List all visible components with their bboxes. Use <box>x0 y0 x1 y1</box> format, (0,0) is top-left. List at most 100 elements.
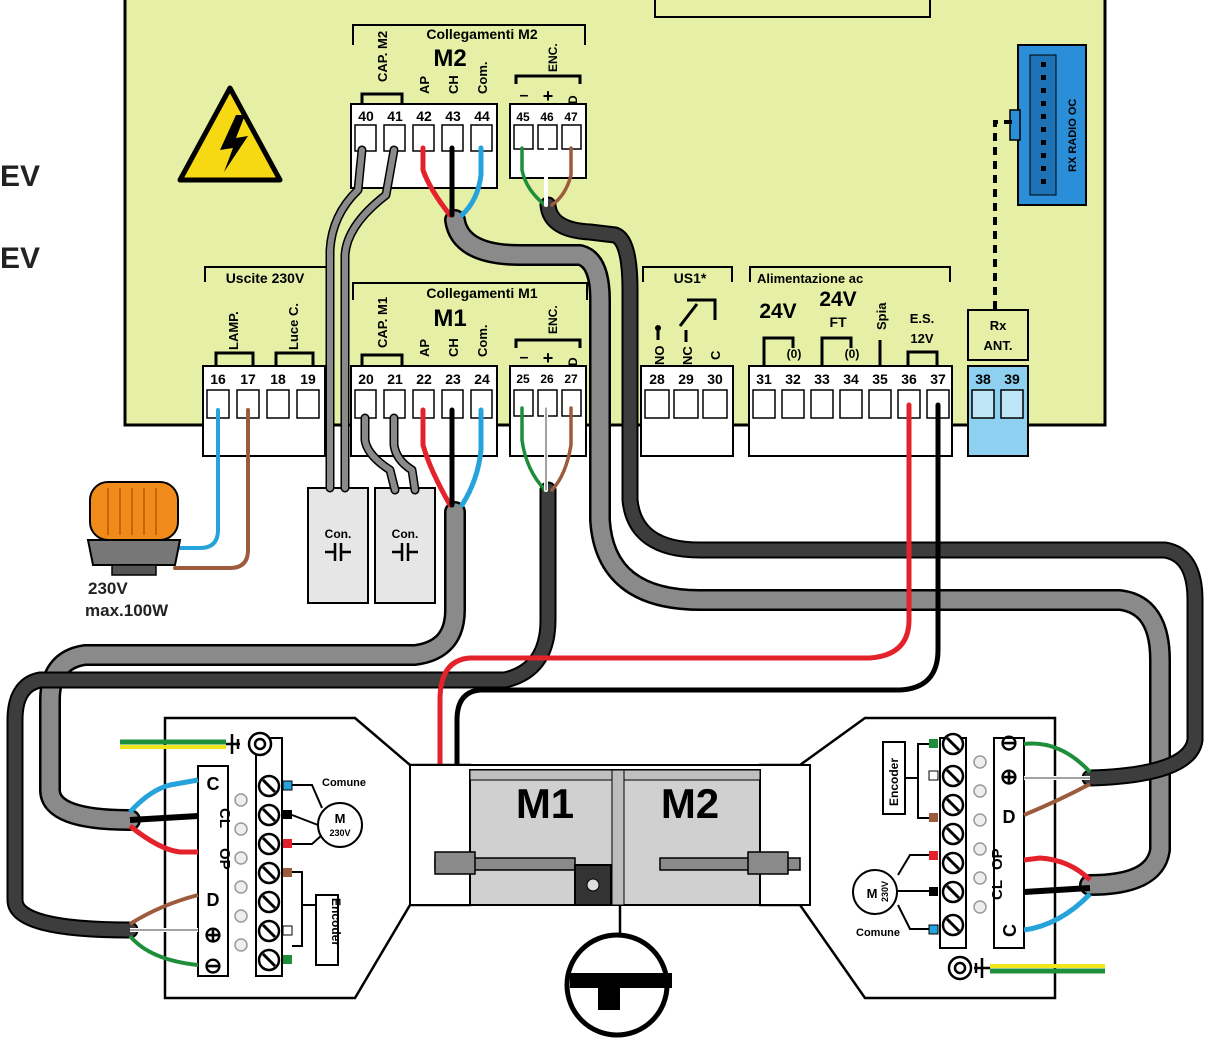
power-title: Alimentazione ac <box>757 271 863 286</box>
m1-terminal-25: 25 <box>516 372 530 386</box>
capacitor-m1: Con. <box>374 487 436 604</box>
us1-title: US1* <box>674 270 707 286</box>
motor-left-ground-icon <box>247 731 273 757</box>
m2-enc-sign-minus: – <box>520 87 529 104</box>
power-terminal-32: 32 <box>785 371 801 387</box>
power-zero-2: (0) <box>845 347 860 361</box>
m1-label-cap: CAP. M1 <box>375 297 390 348</box>
gate-label-m1: M1 <box>516 780 574 827</box>
terminal-group-m2: Collegamenti M2 M2 CAP. M2 AP CH Com. EN… <box>350 24 587 189</box>
m1-enc-sign-d: D <box>566 357 580 366</box>
power-terminal-34: 34 <box>843 371 859 387</box>
power-terminal-31: 31 <box>756 371 772 387</box>
m2-terminal-44: 44 <box>474 108 490 124</box>
m2-terminal-42: 42 <box>416 108 432 124</box>
m1-terminal-23: 23 <box>445 371 461 387</box>
outputs-terminal-18: 18 <box>270 371 286 387</box>
edge-text-2: EV <box>0 242 40 275</box>
outputs-terminal-16: 16 <box>210 371 226 387</box>
flashing-lamp-icon <box>86 481 182 576</box>
outputs-light-label: Luce C. <box>286 303 301 350</box>
outputs-terminal-17: 17 <box>240 371 256 387</box>
m2-terminal-45: 45 <box>516 110 530 124</box>
motor-right-comune: Comune <box>856 927 900 939</box>
terminal-group-antenna: Rx ANT. 38 39 <box>967 309 1029 457</box>
board-top-slot <box>654 0 931 18</box>
outputs-lamp-label: LAMP. <box>226 311 241 350</box>
power-24v: 24V <box>759 300 796 323</box>
lamp-max-power: max.100W <box>85 601 169 620</box>
m1-terminal-21: 21 <box>387 371 403 387</box>
m2-label-cap: CAP. M2 <box>375 31 390 82</box>
radio-label: RX RADIO OC <box>1067 99 1079 172</box>
m1-enc-sign-plus: + <box>543 348 554 368</box>
gate-label-m2: M2 <box>661 780 719 827</box>
m2-terminal-43: 43 <box>445 108 461 124</box>
motor-right-v: 230V <box>880 881 890 902</box>
motor-left-encoder: Encoder <box>329 898 343 946</box>
edge-text-1: EV <box>0 160 40 193</box>
m1-terminal-27: 27 <box>564 372 578 386</box>
motor-right-minus: ⊖ <box>1000 730 1018 755</box>
m1-terminal-26: 26 <box>540 372 554 386</box>
m2-terminal-46: 46 <box>540 110 554 124</box>
power-terminal-33: 33 <box>814 371 830 387</box>
motor-left-pin-cl: CL <box>216 808 233 828</box>
antenna-terminal-38: 38 <box>975 371 991 387</box>
m2-enc-sign-d: D <box>566 95 580 104</box>
motor-right-pin-cl: CL <box>989 880 1006 900</box>
power-terminal-37: 37 <box>930 371 946 387</box>
motor-left-pin-c: C <box>207 774 220 794</box>
m1-terminal-24: 24 <box>474 371 490 387</box>
control-board <box>123 0 1107 427</box>
motor-left-pin-d: D <box>207 890 220 910</box>
outputs-title: Uscite 230V <box>226 270 305 286</box>
us1-terminal-29: 29 <box>678 371 694 387</box>
us1-label-nc: NC <box>680 346 695 365</box>
power-ft: FT <box>829 314 847 330</box>
m2-terminal-40: 40 <box>358 108 374 124</box>
m2-label-enc: ENC. <box>546 43 560 72</box>
capacitor-m2-label: Con. <box>325 527 352 541</box>
motor-right-pin-d: D <box>1003 807 1016 827</box>
us1-label-c: C <box>708 350 723 360</box>
m2-terminal-47: 47 <box>564 110 578 124</box>
capacitor-m1-label: Con. <box>392 527 419 541</box>
motor-left-comune: Comune <box>322 777 366 789</box>
motor-right-block: ⊖ ⊕ D OP CL C Encoder M 2 <box>852 730 1105 981</box>
m2-enc-sign-plus: + <box>543 86 554 106</box>
motor-right-ground-icon <box>947 955 973 981</box>
terminal-group-outputs: Uscite 230V LAMP. Luce C. 16 17 18 19 <box>202 266 329 457</box>
motor-left-plus: ⊕ <box>204 922 222 947</box>
motor-left-symbol <box>317 802 363 848</box>
m2-label-ap: AP <box>417 76 432 94</box>
m2-label-com: Com. <box>475 62 490 95</box>
motor-left-m: M <box>335 811 346 826</box>
us1-terminal-30: 30 <box>707 371 723 387</box>
m1-label-ap: AP <box>417 339 432 357</box>
m2-title: Collegamenti M2 <box>426 26 537 42</box>
terminal-group-power: Alimentazione ac 24V 24V FT (0) (0) Spia… <box>748 266 953 457</box>
radio-dashed-link <box>993 120 1012 310</box>
lamp-voltage: 230V <box>88 579 128 598</box>
outputs-terminal-19: 19 <box>300 371 316 387</box>
motor-right-encoder: Encoder <box>887 758 901 806</box>
power-12v: 12V <box>910 331 933 346</box>
gate-panel: M1 M2 <box>163 716 1057 1038</box>
m2-label-ch: CH <box>446 75 461 94</box>
motor-right-plus: ⊕ <box>1000 764 1018 789</box>
m1-title: Collegamenti M1 <box>426 285 537 301</box>
antenna-terminal-39: 39 <box>1004 371 1020 387</box>
motor-left-minus: ⊖ <box>204 953 222 978</box>
radio-receiver-module: RX RADIO OC <box>1009 44 1087 206</box>
capacitor-m2: Con. <box>307 487 369 604</box>
m1-terminal-22: 22 <box>416 371 432 387</box>
power-24v-ft: 24V <box>819 288 856 311</box>
terminal-group-us1: US1* NO NC C 28 29 30 <box>640 266 734 457</box>
motor-right-pin-c: C <box>1000 924 1020 937</box>
motor-right-symbol <box>852 869 898 915</box>
us1-terminal-28: 28 <box>649 371 665 387</box>
m1-terminal-20: 20 <box>358 371 374 387</box>
power-es: E.S. <box>910 311 935 326</box>
